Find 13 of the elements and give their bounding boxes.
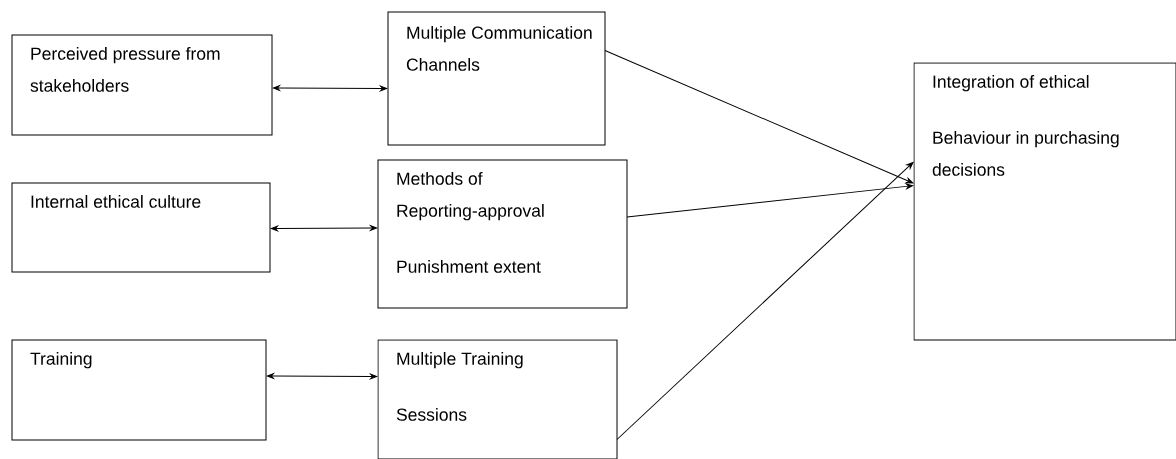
arrow (616, 161, 914, 440)
text-box: Internal ethical culture (11, 182, 271, 273)
arrow (272, 85, 388, 92)
arrow (270, 225, 378, 232)
text-box: Training (11, 339, 267, 441)
arrow (626, 183, 914, 218)
text-box: Methods of Reporting-approval Punishment extent (377, 159, 628, 309)
text-box: Perceived pressure from stakeholders (11, 34, 273, 136)
text-box: Integration of ethical Behaviour in purchasing decisions (913, 62, 1176, 341)
text-box: Multiple Communication Channels (387, 11, 606, 146)
arrow (266, 373, 378, 380)
text-box: Multiple Training Sessions (377, 339, 618, 459)
arrow (604, 50, 914, 184)
